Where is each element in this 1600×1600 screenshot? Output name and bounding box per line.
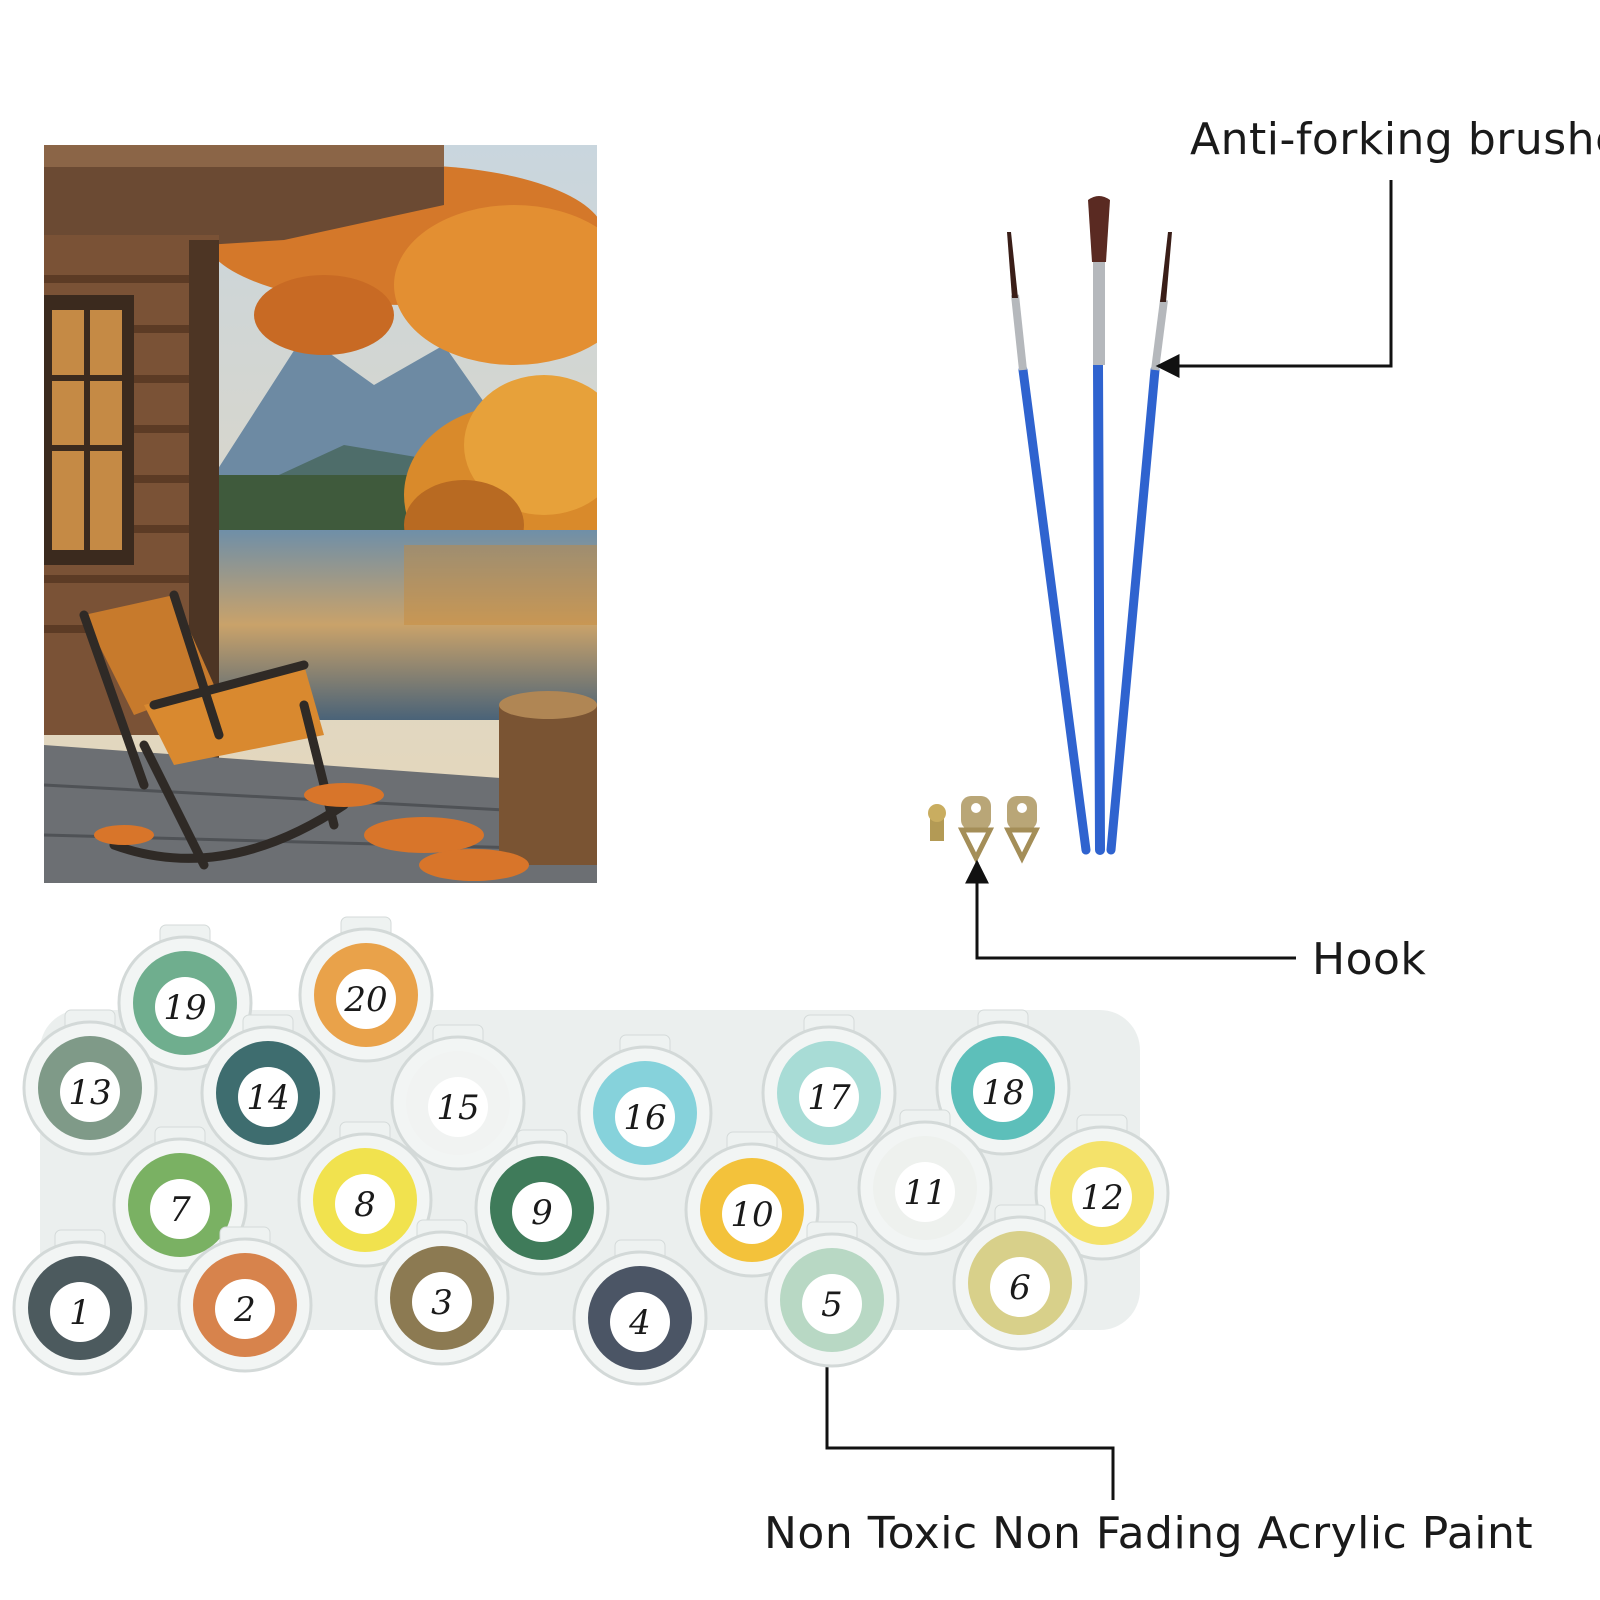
paint-pot-number: 20 bbox=[343, 980, 387, 1020]
paint-pot-14: 14 bbox=[200, 1014, 336, 1161]
paint-pot-5: 5 bbox=[764, 1221, 900, 1368]
paint-pot-number: 4 bbox=[628, 1303, 651, 1343]
paint-pot-number: 9 bbox=[531, 1193, 553, 1233]
paint-pot-6: 6 bbox=[952, 1204, 1088, 1351]
brushes-label: Anti-forking brushes bbox=[1190, 114, 1600, 165]
paint-pot-7: 7 bbox=[112, 1126, 248, 1273]
paint-brushes bbox=[1007, 196, 1172, 855]
paint-pot-number: 2 bbox=[233, 1290, 256, 1330]
hook-label: Hook bbox=[1312, 934, 1427, 985]
paint-pot-number: 6 bbox=[1009, 1268, 1031, 1308]
paint-pot-13: 13 bbox=[22, 1009, 158, 1156]
paint-pot-16: 16 bbox=[577, 1034, 713, 1181]
paint-pot-number: 18 bbox=[981, 1073, 1024, 1113]
paint-pot-17: 17 bbox=[761, 1014, 897, 1161]
paint-pot-number: 7 bbox=[169, 1190, 191, 1230]
paint-pot-11: 11 bbox=[857, 1109, 993, 1256]
paint-pot-12: 12 bbox=[1034, 1114, 1170, 1261]
paint-pot-number: 17 bbox=[807, 1078, 851, 1118]
paint-pot-3: 3 bbox=[374, 1219, 510, 1366]
painting-preview bbox=[44, 145, 597, 883]
paint-pot-18: 18 bbox=[935, 1009, 1071, 1156]
paint-pot-number: 1 bbox=[69, 1293, 91, 1333]
paint-pot-15: 15 bbox=[390, 1024, 526, 1171]
brush-middle bbox=[1088, 196, 1110, 855]
paint-pot-19: 19 bbox=[117, 924, 253, 1071]
brushes-callout-line bbox=[1155, 180, 1393, 378]
paint-pot-20: 20 bbox=[298, 916, 434, 1063]
hook-callout-line bbox=[965, 859, 1296, 960]
paint-pot-number: 5 bbox=[821, 1285, 843, 1325]
paint-pot-number: 12 bbox=[1080, 1178, 1123, 1218]
paint-pot-2: 2 bbox=[177, 1226, 313, 1373]
paint-pot-9: 9 bbox=[474, 1129, 610, 1276]
paint-pot-number: 11 bbox=[903, 1173, 946, 1213]
screw-icon bbox=[928, 804, 946, 841]
hook-icon bbox=[957, 796, 995, 864]
brush-right bbox=[1106, 232, 1172, 855]
paint-callout-line bbox=[815, 1284, 1115, 1500]
paint-pot-number: 16 bbox=[623, 1098, 666, 1138]
paint-pot-number: 8 bbox=[354, 1185, 376, 1225]
paint-pot-1: 1 bbox=[12, 1229, 148, 1376]
brush-left bbox=[1007, 232, 1091, 855]
hook-icon bbox=[1003, 796, 1041, 864]
hanging-hooks bbox=[928, 796, 1041, 864]
paint-pot-number: 10 bbox=[730, 1195, 773, 1235]
paint-pot-number: 13 bbox=[68, 1073, 111, 1113]
paint-pot-number: 3 bbox=[431, 1283, 453, 1323]
paint-pot-8: 8 bbox=[297, 1121, 433, 1268]
paint-pot-4: 4 bbox=[572, 1239, 708, 1386]
paint-pot-number: 15 bbox=[436, 1088, 479, 1128]
paint-pot-number: 14 bbox=[246, 1078, 289, 1118]
paint-pot-10: 10 bbox=[684, 1131, 820, 1278]
paint-label: Non Toxic Non Fading Acrylic Paint bbox=[764, 1508, 1534, 1559]
paint-pot-number: 19 bbox=[163, 988, 206, 1028]
